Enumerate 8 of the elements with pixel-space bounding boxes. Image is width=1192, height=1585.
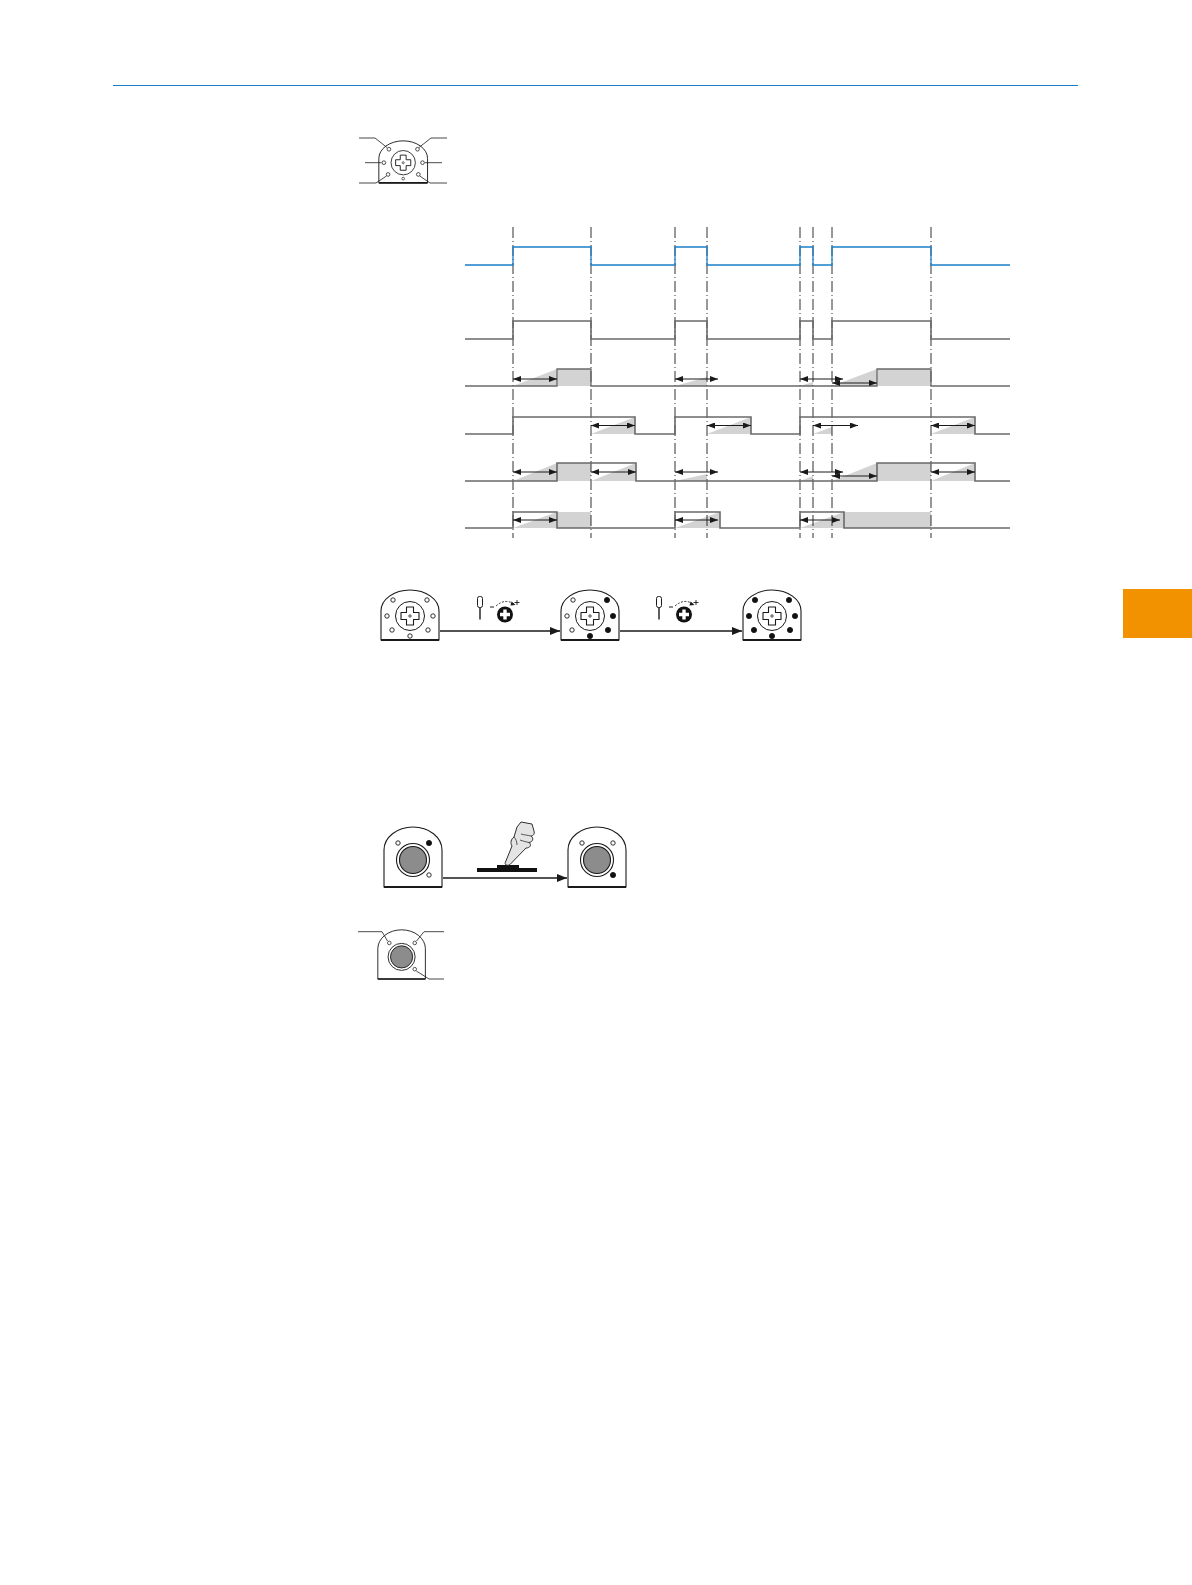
device-drawing bbox=[380, 589, 440, 641]
arrow bbox=[442, 874, 568, 882]
device-drawing bbox=[560, 589, 620, 641]
device-drawing bbox=[383, 826, 443, 888]
arrow bbox=[439, 627, 561, 635]
device-drawing bbox=[742, 589, 802, 641]
arrow bbox=[619, 627, 743, 635]
device-drawing bbox=[567, 826, 627, 888]
